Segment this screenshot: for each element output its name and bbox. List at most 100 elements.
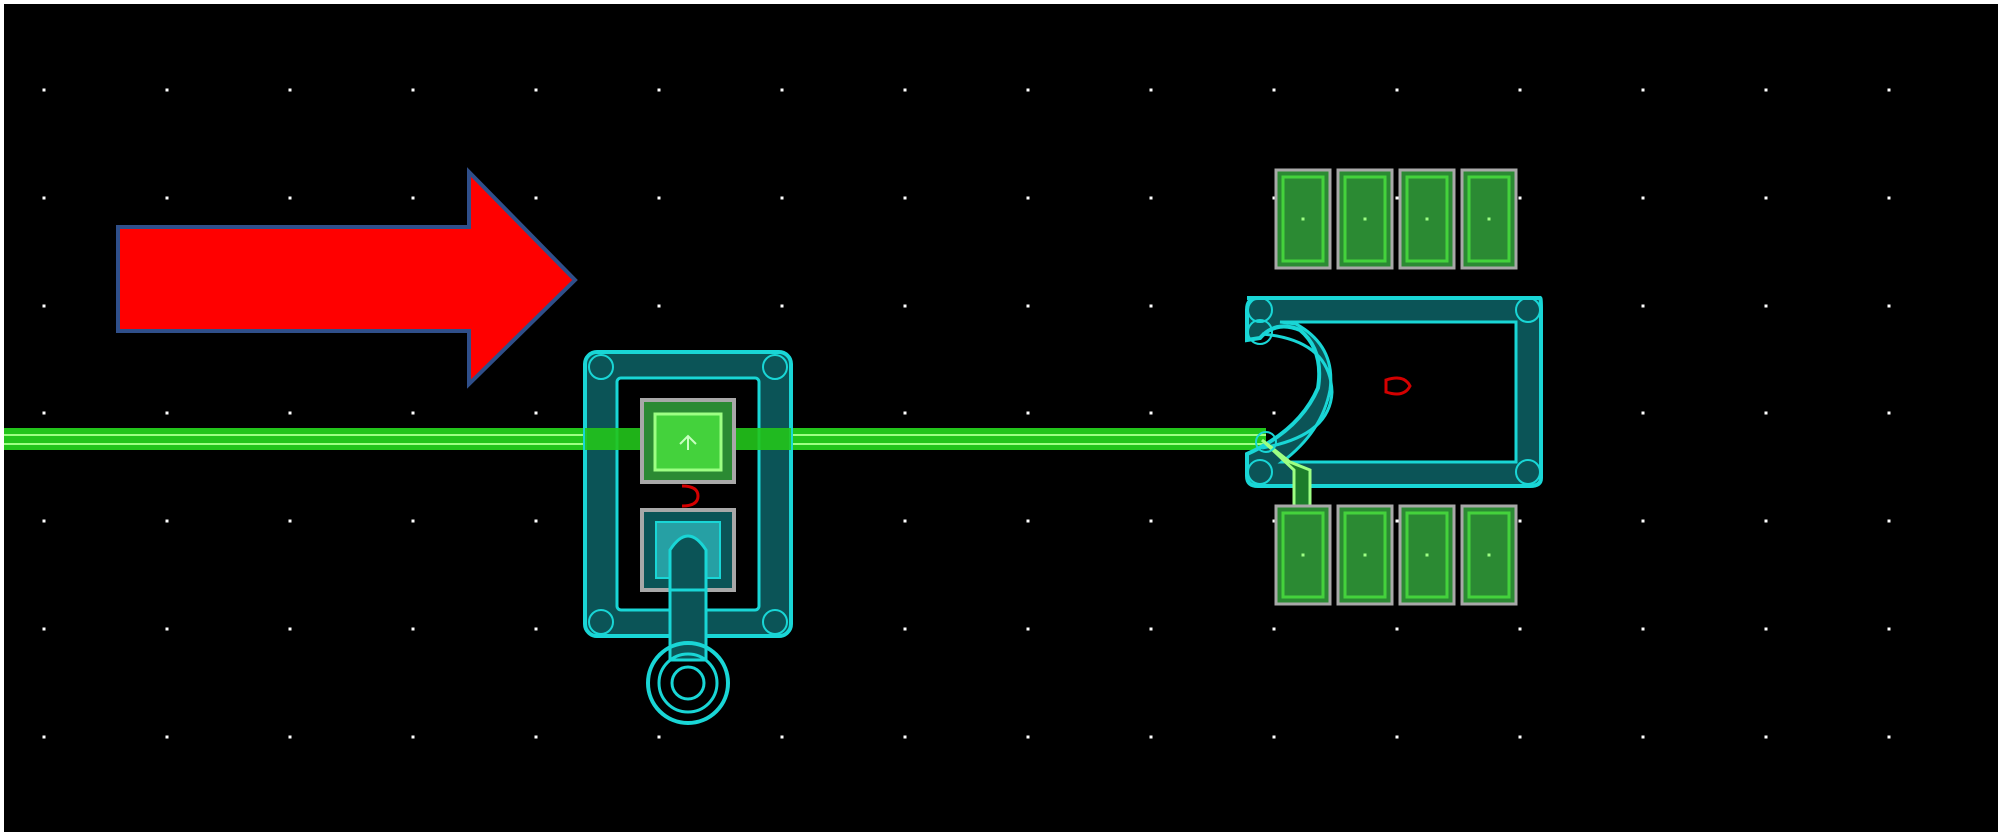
grid-dot bbox=[1518, 735, 1522, 739]
grid-dot bbox=[780, 735, 784, 739]
grid-dot bbox=[1149, 519, 1153, 523]
grid-dot bbox=[42, 627, 46, 631]
corner-joint bbox=[1247, 459, 1273, 485]
grid-dot bbox=[1887, 196, 1891, 200]
grid-dot bbox=[411, 88, 415, 92]
via-ring-outer[interactable] bbox=[646, 641, 730, 725]
pin-row-bottom bbox=[1274, 504, 1518, 606]
grid-dot bbox=[42, 196, 46, 200]
grid-dot bbox=[1026, 735, 1030, 739]
grid-dot bbox=[42, 411, 46, 415]
grid-dot bbox=[534, 519, 538, 523]
pin-center-dot bbox=[1425, 217, 1429, 221]
contact-mark-icon bbox=[679, 434, 697, 450]
grid-dot bbox=[1272, 88, 1276, 92]
grid-dot bbox=[1518, 627, 1522, 631]
corner-joint bbox=[588, 609, 614, 635]
grid-dot bbox=[165, 88, 169, 92]
grid-dot bbox=[1026, 627, 1030, 631]
corner-joint bbox=[1515, 459, 1541, 485]
grid-dot bbox=[903, 735, 907, 739]
grid-dot bbox=[534, 411, 538, 415]
grid-dot bbox=[1641, 196, 1645, 200]
grid-dot bbox=[42, 304, 46, 308]
via-stem bbox=[668, 588, 708, 662]
pin-center-dot bbox=[1487, 217, 1491, 221]
grid-dot bbox=[1149, 735, 1153, 739]
grid-dot bbox=[903, 304, 907, 308]
grid-dot bbox=[411, 735, 415, 739]
grid-dot bbox=[1026, 196, 1030, 200]
grid-dot bbox=[288, 627, 292, 631]
via-ring-mid bbox=[657, 652, 719, 714]
grid-dot bbox=[165, 519, 169, 523]
grid-dot bbox=[1395, 519, 1399, 523]
grid-dot bbox=[1272, 627, 1276, 631]
grid-dot bbox=[1026, 519, 1030, 523]
grid-dot bbox=[1518, 519, 1522, 523]
grid-dot bbox=[165, 627, 169, 631]
grid-dot bbox=[1887, 627, 1891, 631]
grid-dot bbox=[1764, 627, 1768, 631]
pin-center-dot bbox=[1301, 217, 1305, 221]
grid-dot bbox=[42, 88, 46, 92]
wire-end-joint bbox=[1255, 431, 1277, 453]
marker-icon bbox=[1384, 376, 1412, 396]
grid-dot bbox=[903, 88, 907, 92]
corner-joint bbox=[762, 609, 788, 635]
grid-dot bbox=[1272, 411, 1276, 415]
grid-dot bbox=[288, 735, 292, 739]
grid-dot bbox=[1764, 196, 1768, 200]
grid-dot bbox=[1149, 411, 1153, 415]
grid-dots bbox=[42, 88, 1891, 739]
grid-dot bbox=[903, 411, 907, 415]
grid-dot bbox=[657, 304, 661, 308]
grid-dot bbox=[1887, 411, 1891, 415]
grid-dot bbox=[288, 196, 292, 200]
grid-dot bbox=[165, 735, 169, 739]
grid-dot bbox=[1764, 88, 1768, 92]
grid-dot bbox=[1764, 519, 1768, 523]
grid-dot bbox=[534, 735, 538, 739]
u-frame-curve bbox=[1261, 332, 1334, 450]
grid-dot bbox=[657, 196, 661, 200]
grid-dot bbox=[288, 519, 292, 523]
grid-dot bbox=[534, 196, 538, 200]
corner-joint bbox=[1247, 319, 1273, 345]
grid-dot bbox=[42, 519, 46, 523]
grid-dot bbox=[1272, 519, 1276, 523]
via-ring-inner bbox=[670, 665, 706, 701]
grid-dot bbox=[411, 196, 415, 200]
grid-dot bbox=[411, 627, 415, 631]
pin-center-dot bbox=[1363, 553, 1367, 557]
workspace-background bbox=[4, 4, 1998, 832]
grid-dot bbox=[780, 88, 784, 92]
corner-joint bbox=[1247, 297, 1273, 323]
grid-dot bbox=[1887, 304, 1891, 308]
grid-dot bbox=[1395, 88, 1399, 92]
grid-dot bbox=[1764, 411, 1768, 415]
corner-joint bbox=[1515, 297, 1541, 323]
grid-dot bbox=[780, 196, 784, 200]
grid-dot bbox=[534, 627, 538, 631]
grid-dot bbox=[534, 88, 538, 92]
grid-dot bbox=[1026, 411, 1030, 415]
grid-dot bbox=[288, 411, 292, 415]
grid-dot bbox=[1641, 304, 1645, 308]
grid-dot bbox=[1518, 88, 1522, 92]
grid-dot bbox=[1395, 196, 1399, 200]
corner-joint bbox=[588, 354, 614, 380]
pin-center-dot bbox=[1425, 553, 1429, 557]
grid-dot bbox=[42, 735, 46, 739]
left-cell[interactable] bbox=[583, 350, 793, 725]
grid-dot bbox=[1272, 735, 1276, 739]
grid-dot bbox=[1641, 411, 1645, 415]
grid-dot bbox=[1641, 627, 1645, 631]
grid-dot bbox=[1887, 88, 1891, 92]
right-cell[interactable] bbox=[1245, 168, 1543, 606]
grid-dot bbox=[1518, 196, 1522, 200]
grid-dot bbox=[903, 627, 907, 631]
grid-dot bbox=[1149, 196, 1153, 200]
grid-dot bbox=[1149, 304, 1153, 308]
